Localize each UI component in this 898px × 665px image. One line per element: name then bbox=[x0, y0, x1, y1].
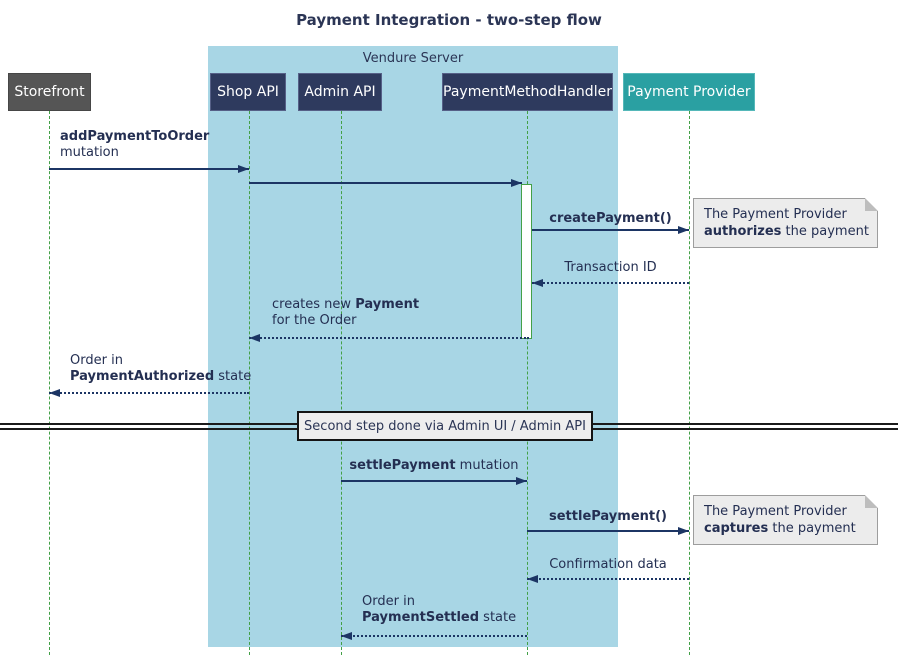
participant-storefront: Storefront bbox=[8, 73, 91, 111]
arrow-line-create-payment bbox=[532, 229, 689, 231]
message-label-payment-authorized: Order in PaymentAuthorized state bbox=[70, 353, 252, 384]
arrow-line-creates-new-payment bbox=[249, 337, 529, 339]
lifeline-storefront bbox=[49, 111, 50, 655]
arrow-head-left-icon bbox=[341, 632, 352, 640]
arrow-head-left-icon bbox=[249, 334, 260, 342]
arrow-line-payment-authorized bbox=[49, 392, 249, 394]
message-label-create-payment: createPayment() bbox=[549, 211, 672, 226]
participant-shop-api: Shop API bbox=[210, 73, 286, 111]
arrow-line-payment-settled bbox=[341, 635, 527, 637]
arrow-head-right-icon bbox=[238, 165, 249, 173]
arrow-head-left-icon bbox=[527, 575, 538, 583]
diagram-title: Payment Integration - two-step flow bbox=[296, 11, 602, 29]
lifeline-shop-api bbox=[249, 111, 250, 655]
participant-admin-api: Admin API bbox=[298, 73, 382, 111]
arrow-head-right-icon bbox=[678, 226, 689, 234]
arrow-head-right-icon bbox=[678, 527, 689, 535]
message-label-creates-new-payment: creates new Payment for the Order bbox=[272, 297, 420, 328]
note-captures: The Payment Provider captures the paymen… bbox=[693, 495, 878, 545]
arrow-line-confirmation-data bbox=[527, 578, 689, 580]
message-label-confirmation-data: Confirmation data bbox=[549, 557, 667, 572]
message-label-settle-payment-call: settlePayment() bbox=[549, 509, 667, 524]
vendure-server-container bbox=[208, 46, 618, 647]
lifeline-admin-api bbox=[341, 111, 342, 655]
arrow-line-settle-payment-mutation bbox=[341, 480, 527, 482]
lifeline-payment-method-handler bbox=[527, 111, 528, 655]
arrow-line-settle-payment-call bbox=[527, 530, 689, 532]
participant-payment-method-handler: PaymentMethodHandler bbox=[442, 73, 613, 111]
vendure-server-label: Vendure Server bbox=[362, 51, 464, 66]
arrow-line-shop-to-handler bbox=[249, 182, 522, 184]
message-label-add-payment-to-order: addPaymentToOrder mutation bbox=[60, 129, 210, 160]
lifeline-payment-provider bbox=[689, 111, 690, 655]
arrow-line-transaction-id bbox=[532, 282, 689, 284]
arrow-head-left-icon bbox=[532, 279, 543, 287]
note-authorizes: The Payment Provider authorizes the paym… bbox=[693, 198, 878, 248]
arrow-line-add-payment-to-order bbox=[49, 168, 249, 170]
message-label-transaction-id: Transaction ID bbox=[564, 260, 657, 275]
divider-second-step: Second step done via Admin UI / Admin AP… bbox=[297, 411, 593, 441]
divider-label: Second step done via Admin UI / Admin AP… bbox=[304, 418, 586, 434]
message-label-settle-payment-mutation: settlePayment mutation bbox=[349, 458, 519, 473]
participant-payment-provider: Payment Provider bbox=[623, 73, 755, 111]
arrow-head-right-icon bbox=[511, 179, 522, 187]
arrow-head-right-icon bbox=[516, 477, 527, 485]
message-label-payment-settled: Order in PaymentSettled state bbox=[362, 594, 517, 625]
activation-bar-payment-method-handler bbox=[521, 184, 532, 339]
arrow-head-left-icon bbox=[49, 389, 60, 397]
